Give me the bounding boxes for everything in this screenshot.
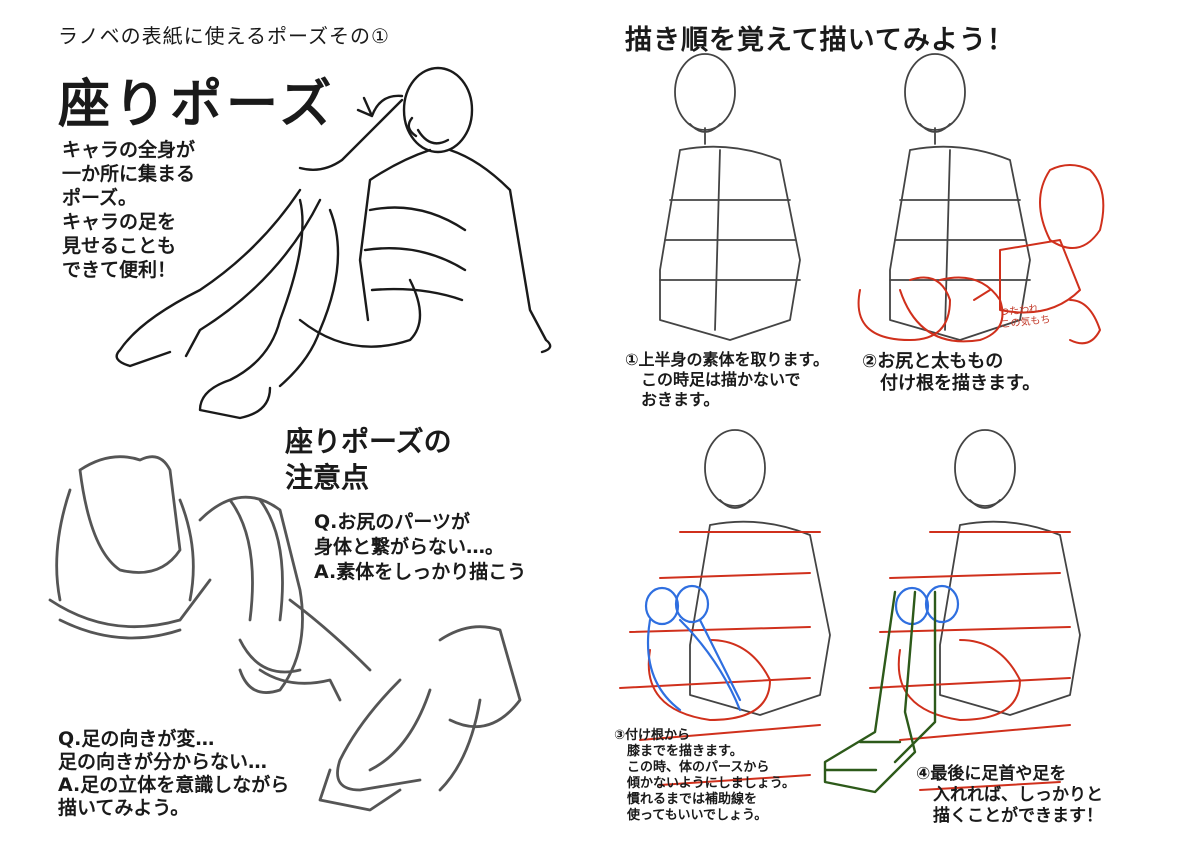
- step1-mannequin: [659, 53, 801, 341]
- step4-guides: [869, 531, 1071, 791]
- step-2-caption: ②お尻と太ももの 付け根を描きます。: [862, 351, 1041, 394]
- step3-guides: [619, 531, 821, 786]
- step4-mannequin: [939, 429, 1081, 716]
- caution-heading: 座りポーズの 注意点: [285, 425, 452, 494]
- step2-mannequin: [889, 53, 1031, 341]
- step-3-caption: ③付け根から 膝までを描きます。 この時、体のパースから 傾かないようにしましょ…: [614, 728, 795, 823]
- howto-heading: 描き順を覚えて描いてみよう！: [625, 25, 1015, 56]
- step3-mannequin: [689, 429, 831, 716]
- caution-qa-1: Q.お尻のパーツが 身体と繋がらない…。 A.素体をしっかり描こう: [314, 511, 527, 583]
- step4-green-legs: [823, 590, 937, 794]
- main-seated-figure: [115, 66, 552, 420]
- caution-qa-2: Q.足の向きが変… 足の向きが分からない… A.足の立体を意識しながら 描いてみ…: [58, 728, 290, 819]
- series-caption: ラノベの表紙に使えるポーズその①: [58, 24, 390, 48]
- step3-blue-legs: [644, 584, 742, 712]
- pose-description: キャラの全身が 一か所に集まる ポーズ。 キャラの足を 見せることも できて便利…: [62, 139, 196, 281]
- bottom-left-sketches: [48, 455, 522, 812]
- page-title: 座りポーズ: [58, 75, 336, 135]
- step-4-caption: ④最後に足首や足を 入れれば、しっかりと 描くことができます！: [916, 764, 1103, 826]
- step-1-caption: ①上半身の素体を取ります。 この時足は描かないで おきます。: [625, 350, 829, 409]
- step2-red-overlay: [857, 164, 1105, 345]
